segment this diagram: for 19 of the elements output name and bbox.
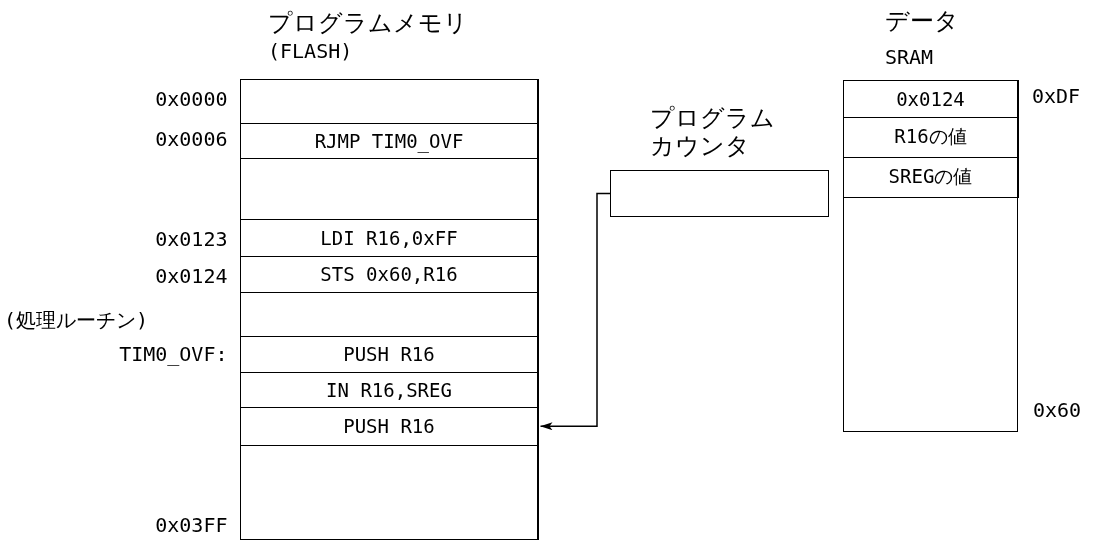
address-label: 0x03FF [155,512,228,537]
address-label: 0x0006 [155,126,228,151]
address-label: (処理ルーチン) [4,308,149,332]
memory-cell: SREGの値 [842,156,1019,198]
address-label: 0x0000 [155,86,228,111]
address-label: 0xDF [1032,84,1081,108]
address-label: 0x0124 [155,263,228,288]
memory-block [240,10,538,540]
arrow [539,192,611,431]
address-label: 0x60 [1033,398,1082,422]
block-heading: プログラムメモリ [268,10,468,36]
memory-block [610,104,829,217]
block-heading: (FLASH) [268,38,353,64]
address-label: 0x0123 [155,226,228,251]
block-heading: プログラムカウンタ [650,104,776,160]
block-heading: データ [885,8,959,34]
block-heading: SRAM [885,44,934,70]
memory-block [843,8,1018,432]
address-label: TIM0_OVF: [119,341,228,366]
